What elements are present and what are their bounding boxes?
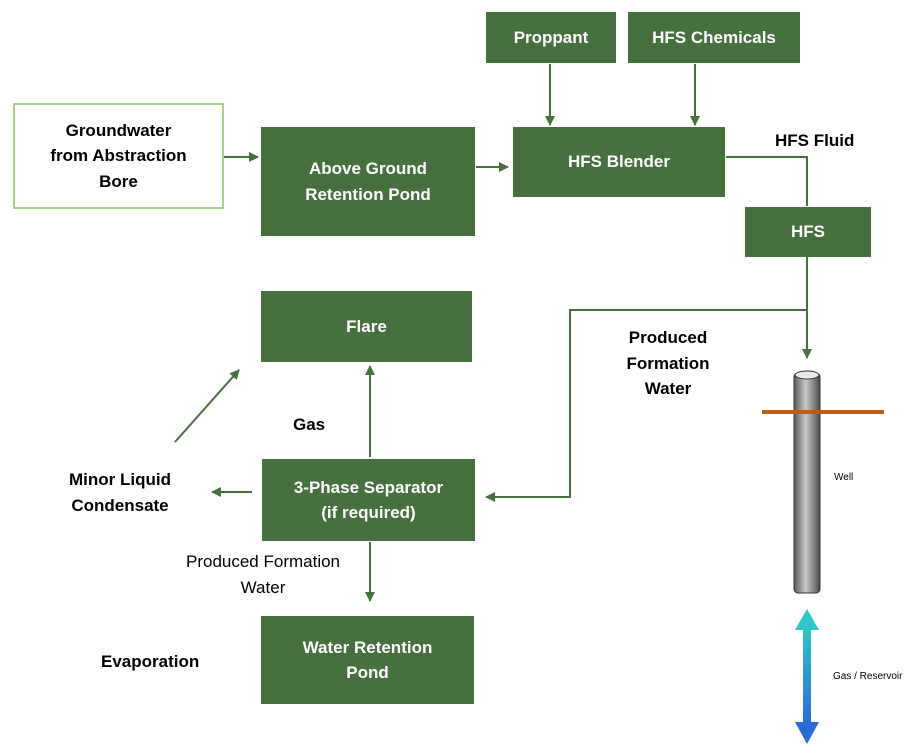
hfs-label: HFS [791,222,825,242]
flare-label: Flare [346,316,387,336]
well-label: Well [834,472,854,483]
arrow-formation-water-to-separator [485,309,807,502]
hfs-blender-box: HFS Blender [513,127,725,197]
separator-label: 3-Phase Separator (if required) [293,477,444,523]
separator-box: 3-Phase Separator (if required) [262,459,475,541]
hfs-fluid-label: HFS Fluid [775,131,855,150]
flare-box: Flare [261,291,472,362]
gas-reservoir-label: Gas / Reservoir [833,671,903,682]
proppant-label: Proppant [513,27,589,47]
hfs-blender-label: HFS Blender [567,152,671,172]
retention-pond-box: Above Ground Retention Pond [261,127,475,236]
evaporation-label: Evaporation [101,652,200,671]
water-retention-pond-box: Water Retention Pond [261,616,474,704]
proppant-box: Proppant [486,12,616,63]
hfs-box: HFS [745,207,871,257]
arrow-condensate-to-flare [174,369,240,443]
line-blender-to-hfs [726,156,808,206]
groundwater-box: Groundwater from Abstraction Bore [13,103,224,209]
hfs-chemicals-label: HFS Chemicals [652,27,776,47]
water-retention-pond-label: Water Retention Pond [302,637,433,683]
produced-formation-water-bottom-label: Produced Formation Water [185,552,341,597]
groundwater-label: Groundwater from Abstraction Bore [50,120,187,191]
reservoir-double-arrow-icon [795,609,819,744]
produced-formation-water-top-label: Produced Formation Water [626,328,710,398]
minor-liquid-condensate-label: Minor Liquid Condensate [69,470,171,515]
gas-label: Gas [293,415,326,434]
well-icon [762,370,884,594]
retention-pond-label: Above Ground Retention Pond [305,159,431,204]
hfs-chemicals-box: HFS Chemicals [628,12,800,63]
